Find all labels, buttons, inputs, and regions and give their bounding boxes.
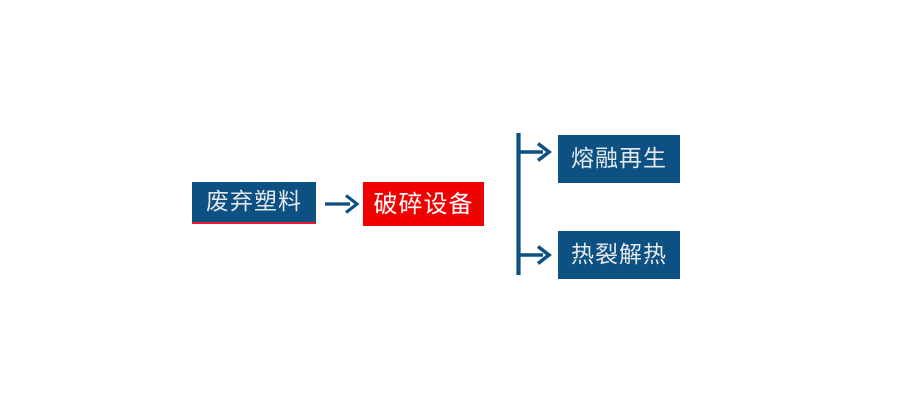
node-melt-regeneration[interactable]: 熔融再生 <box>558 135 680 183</box>
node-pyrolysis-heat-label: 热裂解热 <box>571 241 667 268</box>
node-waste-plastic[interactable]: 废弃塑料 <box>192 182 316 224</box>
node-melt-regeneration-label: 熔融再生 <box>571 145 667 172</box>
node-crushing-equipment[interactable]: 破碎设备 <box>363 182 484 226</box>
node-crushing-equipment-label: 破碎设备 <box>373 190 474 218</box>
node-pyrolysis-heat[interactable]: 热裂解热 <box>558 231 680 279</box>
arrow-right-icon <box>325 194 360 214</box>
node-waste-plastic-label: 废弃塑料 <box>206 188 302 215</box>
